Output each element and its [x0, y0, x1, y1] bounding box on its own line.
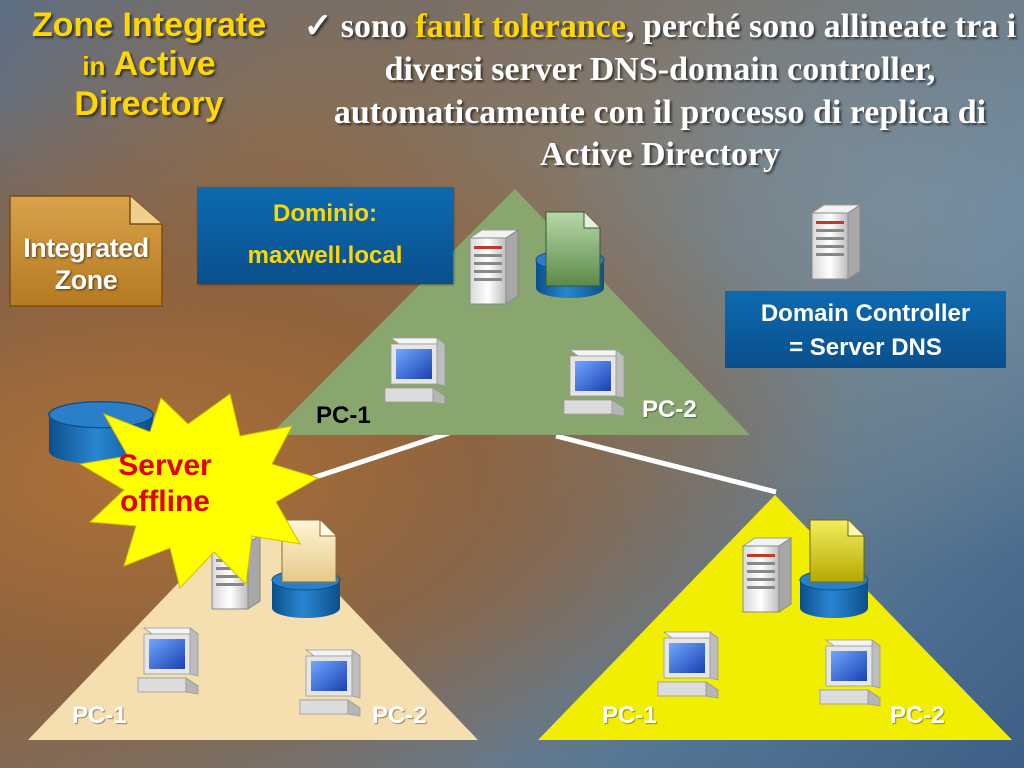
- computer-icon: [819, 639, 881, 707]
- server-icon: [469, 229, 519, 305]
- bullet-part-2: , perché sono allineate tra i diversi se…: [333, 8, 1017, 174]
- title-line-1: Zone Integrate: [31, 6, 267, 44]
- site-right-pc1-label: PC-1: [602, 702, 657, 729]
- dc-line-1: Domain Controller: [760, 300, 971, 327]
- server-offline-label: Server offline: [80, 448, 250, 520]
- domain-value: maxwell.local: [247, 242, 403, 269]
- site-left-pc2-label: PC-2: [372, 702, 427, 729]
- integrated-zone-label: Integrated Zone: [10, 232, 162, 297]
- computer-icon: [563, 349, 625, 417]
- title-line-3: Directory: [74, 84, 224, 123]
- computer-icon: [384, 337, 446, 405]
- computer-icon: [137, 627, 199, 695]
- server-icon: [811, 204, 861, 280]
- replication-link-right: [555, 433, 777, 495]
- domain-label: Dominio:: [273, 200, 377, 227]
- computer-icon: [299, 649, 361, 717]
- title-line-2: in Active: [6, 45, 292, 84]
- zone-file-icon: [809, 519, 865, 583]
- zone-label-line-1: Integrated: [23, 233, 149, 263]
- domain-box: Dominio: maxwell.local: [197, 187, 453, 284]
- checkmark-icon: ✓: [303, 8, 333, 45]
- site-triangle-top: [270, 189, 750, 435]
- zone-file-icon: [545, 211, 601, 287]
- title-in: in: [82, 51, 106, 82]
- server-icon: [742, 537, 792, 613]
- site-top-pc1-label: PC-1: [316, 402, 371, 429]
- integrated-zone-legend-icon: [9, 195, 163, 307]
- offline-line-2: offline: [120, 485, 210, 518]
- offline-line-1: Server: [118, 449, 212, 482]
- zone-label-line-2: Zone: [54, 265, 118, 296]
- bullet-part-1: sono: [340, 8, 407, 45]
- bullet-text: ✓ sono fault tolerance, perché sono alli…: [298, 6, 1022, 177]
- computer-icon: [657, 631, 719, 699]
- site-left-pc1-label: PC-1: [72, 702, 127, 729]
- dc-line-2: = Server DNS: [789, 333, 942, 361]
- bullet-highlight: fault tolerance: [415, 8, 626, 45]
- site-triangle-right: [538, 495, 1012, 740]
- starburst-icon: [78, 393, 320, 590]
- title-active: Active: [113, 45, 216, 84]
- domain-controller-box: Domain Controller = Server DNS: [725, 291, 1006, 368]
- site-top-pc2-label: PC-2: [642, 396, 697, 423]
- page-title: Zone Integrate in Active Directory: [6, 6, 292, 124]
- site-right-pc2-label: PC-2: [890, 702, 945, 729]
